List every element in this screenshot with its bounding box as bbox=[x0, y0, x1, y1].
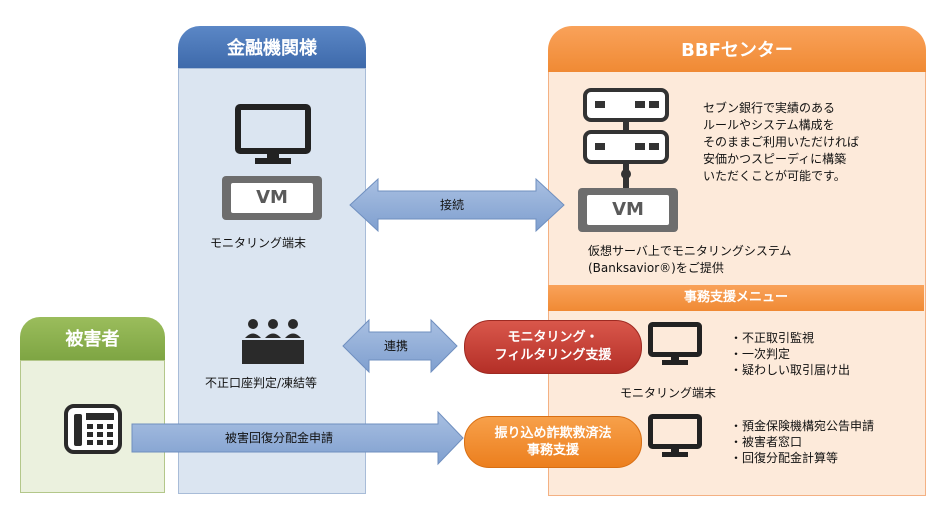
claim-arrow bbox=[131, 410, 464, 466]
bank-terminal-label: モニタリング端末 bbox=[210, 236, 307, 250]
center-title: BBFセンター bbox=[681, 40, 793, 61]
description-line: 安価かつスピーディに構築 bbox=[703, 152, 847, 166]
cooperate-label: 連携 bbox=[384, 339, 409, 353]
vm-label: VM bbox=[256, 187, 288, 208]
bank-title: 金融機関様 bbox=[227, 38, 317, 59]
server-caption-line: 仮想サーバ上でモニタリングシステム bbox=[588, 244, 792, 258]
cooperate-arrow bbox=[342, 318, 458, 374]
vm-box-center: VM bbox=[578, 188, 678, 232]
service-items-fraud-relief: ・預金保険機構宛公告申請 ・被害者窓口 ・回復分配金計算等 bbox=[730, 418, 874, 466]
center-description: セブン銀行で実績のある ルールやシステム構成を そのままご利用いただければ 安価… bbox=[703, 100, 859, 185]
menu-title: 事務支援メニュー bbox=[683, 290, 788, 305]
service-name-line: 事務支援 bbox=[526, 443, 579, 458]
description-line: いただくことが可能です。 bbox=[703, 169, 846, 183]
service-item: ・疑わしい取引届け出 bbox=[730, 363, 851, 377]
connect-label: 接続 bbox=[440, 198, 465, 212]
description-line: セブン銀行で実績のある bbox=[703, 101, 836, 115]
vm-box-bank: VM bbox=[222, 176, 322, 220]
bank-freeze-label: 不正口座判定/凍結等 bbox=[205, 376, 318, 390]
service-pill-fraud-relief: 振り込め詐欺救済法 事務支援 bbox=[464, 416, 642, 468]
vm-label: VM bbox=[612, 199, 644, 220]
center-header: BBFセンター bbox=[548, 26, 926, 72]
bank-panel bbox=[178, 68, 366, 494]
service-item: ・被害者窓口 bbox=[730, 435, 803, 449]
service-pill-monitoring: モニタリング・ フィルタリング支援 bbox=[464, 320, 642, 374]
monitor-icon bbox=[235, 104, 311, 164]
claim-label: 被害回復分配金申請 bbox=[225, 431, 334, 445]
monitor-icon bbox=[648, 322, 702, 365]
service-name-line: フィルタリング支援 bbox=[494, 348, 612, 363]
service-name-line: 振り込め詐欺救済法 bbox=[494, 426, 612, 441]
service-item: ・回復分配金計算等 bbox=[730, 451, 839, 465]
service-item: ・一次判定 bbox=[730, 347, 791, 361]
victim-title: 被害者 bbox=[65, 329, 120, 350]
bank-header: 金融機関様 bbox=[178, 26, 366, 68]
connect-arrow bbox=[349, 177, 565, 233]
meeting-icon bbox=[242, 319, 304, 364]
center-terminal-label: モニタリング端末 bbox=[620, 386, 717, 400]
description-line: そのままご利用いただければ bbox=[703, 135, 860, 149]
server-icon bbox=[583, 88, 669, 188]
description-line: ルールやシステム構成を bbox=[703, 118, 835, 132]
victim-header: 被害者 bbox=[20, 317, 165, 360]
service-name-line: モニタリング・ bbox=[507, 330, 599, 345]
server-caption: 仮想サーバ上でモニタリングシステム (Banksavior®)をご提供 bbox=[588, 243, 792, 277]
monitor-icon bbox=[648, 414, 702, 457]
service-item: ・不正取引監視 bbox=[730, 331, 815, 345]
service-item: ・預金保険機構宛公告申請 bbox=[730, 419, 875, 433]
service-items-monitoring: ・不正取引監視 ・一次判定 ・疑わしい取引届け出 bbox=[730, 330, 850, 378]
phone-icon bbox=[64, 404, 122, 454]
menu-title-bar: 事務支援メニュー bbox=[548, 285, 924, 311]
server-caption-line: (Banksavior®)をご提供 bbox=[588, 261, 724, 275]
